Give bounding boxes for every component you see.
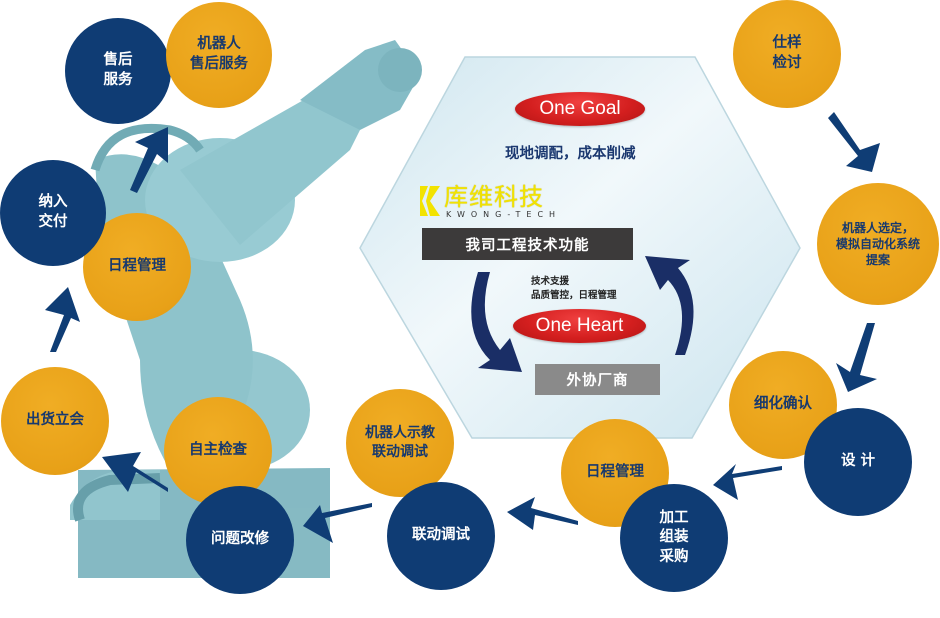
step-label: 联动调试 <box>412 527 470 544</box>
cycle-arrows <box>471 256 694 372</box>
step-problem-fix: 问题改修 <box>186 486 294 594</box>
logo-mark-icon <box>420 186 440 216</box>
step-robot-after-sales: 机器人 售后服务 <box>166 2 272 108</box>
step-linkage-debug: 联动调试 <box>387 482 495 590</box>
step-label: 日程管理 <box>108 258 166 275</box>
step-spec-review: 仕样 检讨 <box>733 0 841 108</box>
step-label: 日程管理 <box>586 464 644 481</box>
step-label: 售后 服务 <box>103 52 133 88</box>
step-delivery: 纳入 交付 <box>0 160 106 266</box>
company-logo: 库维科技 KWONG-TECH <box>418 185 561 219</box>
one-goal-label: One Goal <box>539 98 621 119</box>
step-after-sales: 售后 服务 <box>65 18 171 124</box>
step-label: 设 计 <box>840 453 876 470</box>
flow-arrows <box>45 112 880 543</box>
vendor-box: 外协厂商 <box>535 364 660 395</box>
step-label: 纳入 交付 <box>38 194 68 230</box>
step-label: 自主检查 <box>189 442 247 459</box>
step-design: 设 计 <box>804 408 912 516</box>
step-label: 细化确认 <box>754 396 812 413</box>
goal-slogan: 现地调配，成本削减 <box>505 146 636 162</box>
one-heart-label: One Heart <box>535 315 624 336</box>
step-label: 机器人 售后服务 <box>190 36 248 72</box>
step-label: 仕样 检讨 <box>772 35 802 71</box>
step-label: 加工 组装 采购 <box>659 509 689 565</box>
step-detail-confirm: 细化确认 <box>729 351 837 459</box>
engineering-function-box: 我司工程技术功能 <box>422 228 633 260</box>
step-processing: 加工 组装 采购 <box>620 484 728 592</box>
step-shipment-meeting: 出货立会 <box>1 367 109 475</box>
step-robot-teaching: 机器人示教 联动调试 <box>346 389 454 497</box>
support-text: 技术支援 品质管控，日程管理 <box>531 275 617 303</box>
one-goal-badge: One Goal <box>515 92 645 126</box>
step-robot-selection: 机器人选定， 模拟自动化系统 提案 <box>817 183 939 305</box>
step-label: 问题改修 <box>211 531 269 548</box>
logo-english-name: KWONG-TECH <box>446 210 562 219</box>
step-label: 机器人示教 联动调试 <box>365 425 435 460</box>
step-label: 出货立会 <box>26 412 84 429</box>
step-label: 机器人选定， 模拟自动化系统 提案 <box>835 220 920 268</box>
support-text-label: 技术支援 品质管控，日程管理 <box>531 276 617 301</box>
one-heart-badge: One Heart <box>513 309 646 343</box>
logo-chinese-name: 库维科技 <box>444 183 544 211</box>
